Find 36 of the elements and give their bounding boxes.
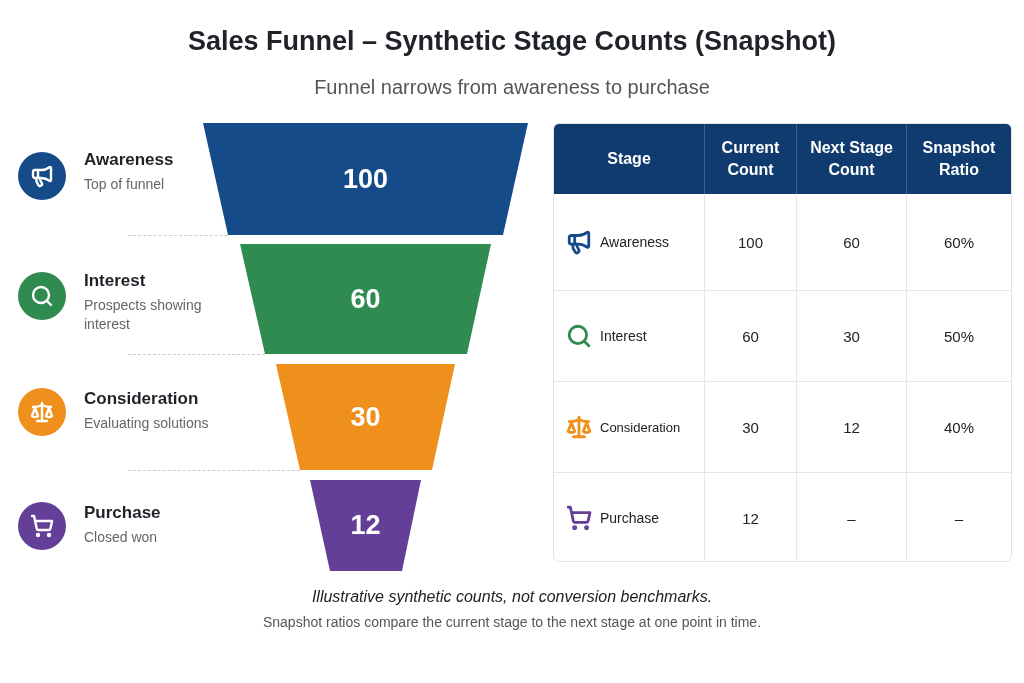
count-value: 12	[350, 510, 381, 541]
column-header: Stage	[607, 148, 651, 169]
stage-name: Purchase	[84, 503, 162, 523]
count-value: 60	[742, 327, 759, 345]
count-value: 12	[843, 418, 860, 436]
count-value: 30	[742, 418, 759, 436]
count-value: 30	[843, 327, 860, 345]
ratio-value: 40%	[944, 418, 974, 436]
stage-name: Interest	[600, 328, 647, 344]
count-value: 12	[742, 509, 759, 527]
count-value: 30	[350, 401, 381, 433]
stage-description: Evaluating solutions	[84, 414, 210, 433]
ratio-value: 50%	[944, 327, 974, 345]
count-value: 60	[843, 233, 860, 251]
stage-description: Top of funnel	[84, 175, 166, 194]
stage-name: Awareness	[600, 234, 669, 250]
stage-description: Closed won	[84, 528, 159, 547]
stage-description: Prospects showing interest	[84, 296, 203, 334]
stage-name: Interest	[84, 271, 147, 291]
count-value: 60	[350, 283, 381, 315]
column-header: Next Stage Count	[809, 137, 894, 180]
note: Snapshot ratios compare the current stage to the next stage at one point in time.	[261, 614, 763, 630]
count-value: –	[847, 509, 856, 527]
count-value: 100	[738, 233, 763, 251]
stage-name: Purchase	[600, 510, 660, 526]
column-header: Current Count	[720, 137, 781, 180]
stage-name: Consideration	[84, 389, 200, 409]
ratio-value: –	[954, 509, 964, 527]
column-header: Snapshot Ratio	[921, 137, 997, 180]
count-value: 100	[342, 163, 389, 195]
title: Sales Funnel – Synthetic Stage Counts (Snapshot)	[186, 26, 838, 57]
note: Illustrative synthetic counts, not conversion benchmarks.	[310, 588, 714, 606]
subtitle: Funnel narrows from awareness to purchase	[313, 76, 711, 99]
stage-name: Consideration	[600, 419, 681, 435]
ratio-value: 60%	[944, 233, 974, 251]
stage-name: Awareness	[84, 150, 175, 170]
